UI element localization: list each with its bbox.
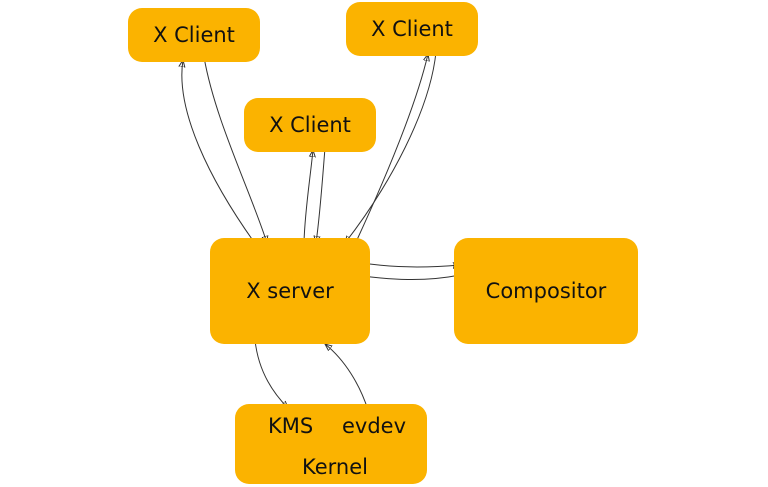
link-server-to-compositor [356,261,460,267]
evdev-label: evdev [342,414,407,438]
x-client-box-top-left: X Client [128,8,260,62]
link-client1-to-server [203,56,267,243]
x-client-label: X Client [371,17,453,41]
link-server-to-client1 [182,60,255,243]
link-server-to-client2 [355,54,428,243]
x-client-box-top-right: X Client [346,2,478,56]
kms-label: KMS [268,414,314,438]
link-server-to-kms [254,339,288,408]
x-client-label: X Client [153,23,235,47]
link-server-to-client3 [303,150,313,243]
kernel-box: KMS evdev Kernel [235,404,427,484]
x-server-box: X server [210,238,370,344]
x-client-label: X Client [269,113,351,137]
link-client2-to-server [345,51,437,243]
link-compositor-to-server [356,275,461,281]
link-client3-to-server [316,147,326,243]
x-client-box-middle: X Client [244,98,376,152]
compositor-box: Compositor [454,238,638,344]
x-server-label: X server [246,279,334,303]
link-evdev-to-server [325,344,369,411]
kernel-label: Kernel [302,455,368,479]
compositor-label: Compositor [485,279,607,303]
